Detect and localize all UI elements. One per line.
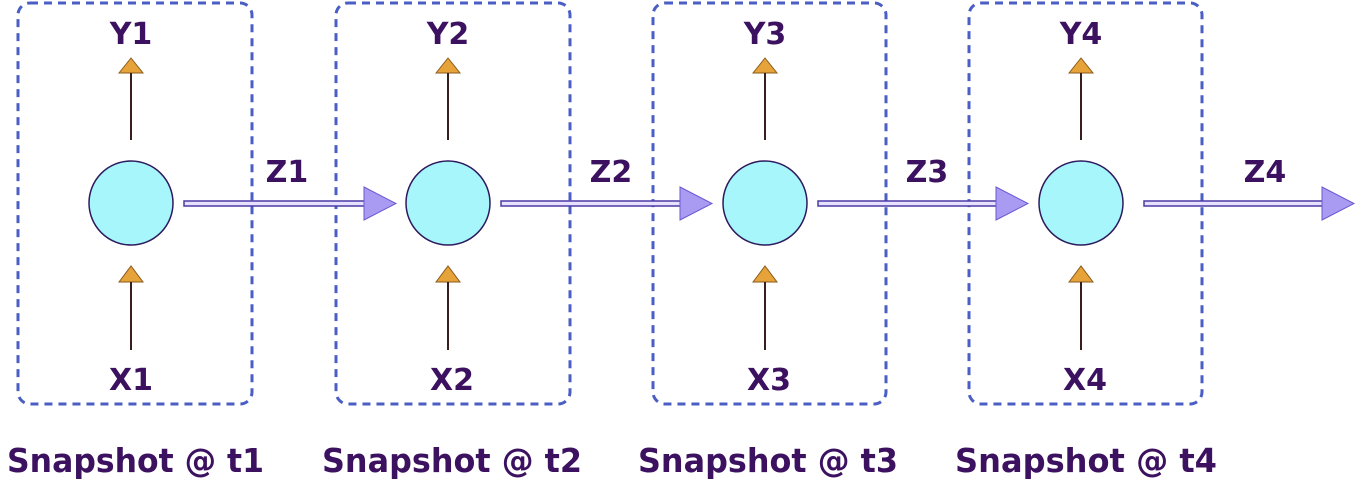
hidden-node <box>88 160 174 246</box>
state-arrowhead <box>995 186 1030 221</box>
input-label: X3 <box>747 363 791 398</box>
state-arrowhead <box>363 186 398 221</box>
hidden-node <box>722 160 808 246</box>
input-arrowhead <box>118 265 144 283</box>
snapshot-caption-3: Snapshot @ t3 <box>638 441 898 480</box>
output-label: Y3 <box>743 17 787 52</box>
state-label: Z3 <box>906 155 949 190</box>
input-label: X1 <box>109 363 153 398</box>
output-arrowhead <box>434 57 462 74</box>
state-label: Z1 <box>266 155 309 190</box>
input-arrowhead <box>752 265 778 283</box>
state-arrow-3: Z3 <box>817 155 1030 221</box>
output-label: Y2 <box>426 17 470 52</box>
state-arrow-4: Z4 <box>1143 155 1356 221</box>
hidden-node <box>405 160 491 246</box>
snapshot-caption-4: Snapshot @ t4 <box>955 441 1217 480</box>
snapshot-caption-1: Snapshot @ t1 <box>7 441 264 480</box>
output-label: Y4 <box>1059 17 1103 52</box>
output-arrowhead <box>117 57 145 74</box>
state-arrow-shaft <box>817 200 999 207</box>
input-arrowhead <box>435 265 461 283</box>
snapshot-caption-2: Snapshot @ t2 <box>322 441 582 480</box>
hidden-node <box>1038 160 1124 246</box>
state-label: Z2 <box>590 155 633 190</box>
snapshot-box <box>16 1 254 406</box>
state-arrowhead <box>679 186 714 221</box>
snapshot-1: Y1 X1 <box>16 1 254 406</box>
state-arrow-1: Z1 <box>183 155 398 221</box>
state-arrow-2: Z2 <box>500 155 714 221</box>
state-arrow-shaft <box>1143 200 1326 207</box>
output-arrowhead <box>1067 57 1095 74</box>
input-arrowhead <box>1068 265 1094 283</box>
state-arrow-shaft <box>183 200 367 207</box>
snapshot-2: Y2 X2 <box>334 1 572 406</box>
input-label: X2 <box>430 363 474 398</box>
state-arrowhead <box>1321 186 1356 221</box>
state-arrow-shaft <box>500 200 683 207</box>
input-label: X4 <box>1063 363 1107 398</box>
output-arrowhead <box>751 57 779 74</box>
output-label: Y1 <box>109 17 153 52</box>
state-label: Z4 <box>1244 155 1287 190</box>
